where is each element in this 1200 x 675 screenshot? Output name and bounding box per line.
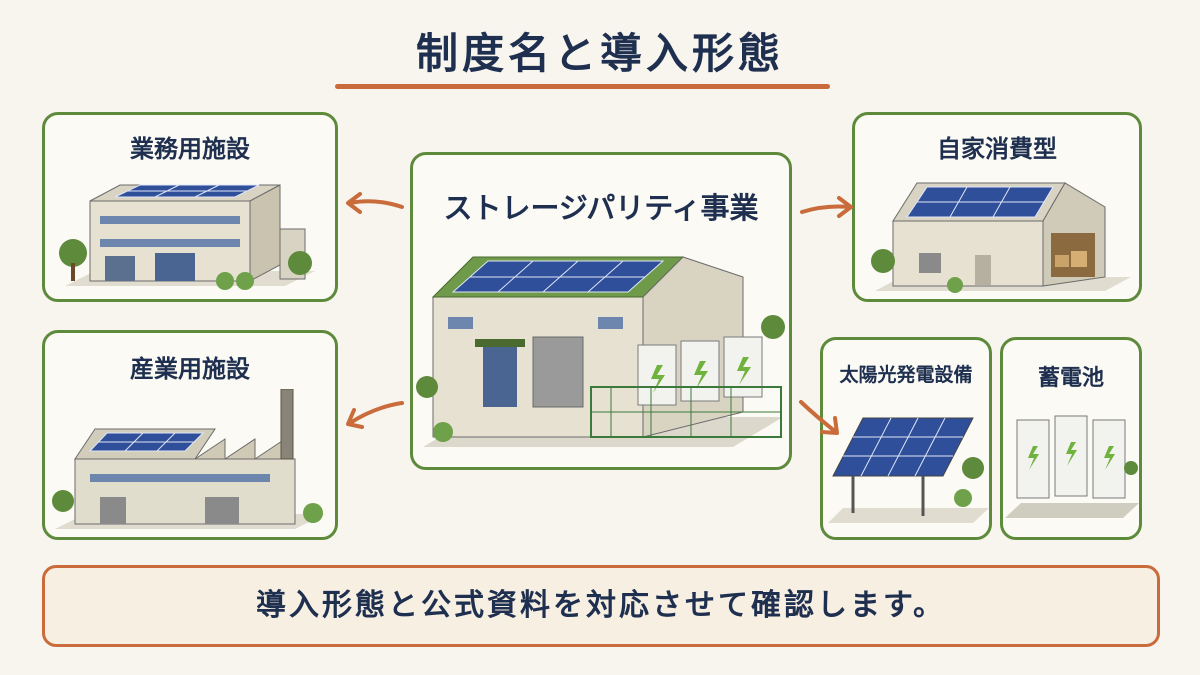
- arrow-to-solar-equipment: [799, 400, 839, 435]
- card-business-facility: 業務用施設: [42, 112, 338, 302]
- storage-parity-label: ストレージパリティ事業: [443, 191, 759, 225]
- card-storage-parity-project: ストレージパリティ事業: [410, 152, 792, 470]
- battery-units-illustration: [1005, 415, 1139, 518]
- industrial-facility-label: 産業用施設: [130, 355, 250, 383]
- arrow-to-industrial-facility: [346, 401, 404, 429]
- battery-label: 蓄電池: [1037, 366, 1104, 391]
- arrow-to-business-facility: [346, 192, 404, 214]
- self-consumption-label: 自家消費型: [937, 135, 1057, 163]
- warehouse-illustration: [871, 182, 1131, 293]
- card-industrial-facility: 産業用施設: [42, 330, 338, 540]
- factory-illustration: [52, 389, 325, 529]
- solar-panel-illustration: [828, 417, 989, 523]
- summary-note: 導入形態と公式資料を対応させて確認します。: [42, 565, 1160, 647]
- office-building-illustration: [59, 184, 315, 290]
- title-underline: [335, 84, 830, 89]
- card-self-consumption: 自家消費型: [852, 112, 1142, 302]
- business-facility-label: 業務用施設: [130, 135, 250, 163]
- solar-equipment-label: 太陽光発電設備: [839, 364, 973, 386]
- card-battery: 蓄電池: [1000, 337, 1142, 540]
- page-title: 制度名と導入形態: [415, 29, 784, 78]
- warehouse-with-battery-illustration: [416, 256, 785, 447]
- arrow-to-self-consumption: [800, 196, 853, 218]
- card-solar-equipment: 太陽光発電設備: [820, 337, 992, 540]
